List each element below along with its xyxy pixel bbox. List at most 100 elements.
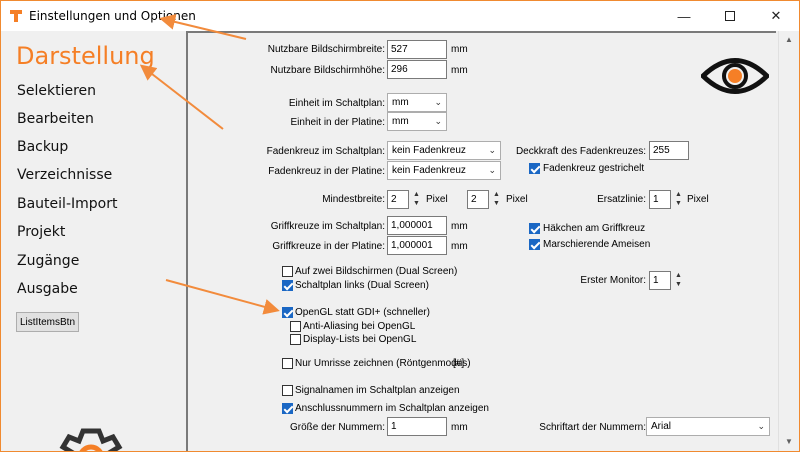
grip-board-input[interactable]: 1,000001 [387,236,447,255]
window-title: Einstellungen und Optionen [29,9,196,23]
signal-names-checkbox[interactable] [282,385,293,396]
grip-schematic-label: Griffkreuze im Schaltplan: [270,221,385,232]
minimize-button[interactable]: — [661,1,707,31]
crosshair-board-label: Fadenkreuz in der Platine: [268,166,385,177]
second-width-spinner[interactable]: ▲▼ [493,191,500,207]
number-font-label: Schriftart der Nummern: [539,422,646,433]
sidebar-item-zugaenge[interactable]: Zugänge [17,253,80,269]
sidebar-item-selektieren[interactable]: Selektieren [17,83,97,99]
sidebar-heading[interactable]: Darstellung [16,42,155,70]
sidebar-item-ausgabe[interactable]: Ausgabe [17,281,78,297]
display-lists-checkbox[interactable] [290,334,301,345]
min-width-spinner[interactable]: ▲▼ [413,191,420,207]
min-width-unit: Pixel [426,194,448,205]
crosshair-dashed-label: Fadenkreuz gestrichelt [543,163,645,174]
grip-schematic-input[interactable]: 1,000001 [387,216,447,235]
dual-screen-label: Auf zwei Bildschirmen (Dual Screen) [295,266,458,277]
sidebar: Darstellung Selektieren Bearbeiten Backu… [1,31,186,451]
number-font-value: Arial [651,421,672,432]
display-lists-label: Display-Lists bei OpenGL [303,334,417,345]
unit-board-value: mm [392,116,409,127]
outline-hotkey: [#] [453,358,465,369]
chevron-down-icon: ⌄ [434,97,442,107]
screen-height-unit: mm [451,65,468,76]
marching-ants-label: Marschierende Ameisen [543,239,651,250]
chevron-down-icon: ⌄ [488,145,496,155]
chevron-down-icon: ⌄ [488,165,496,175]
pin-numbers-checkbox[interactable] [282,403,293,414]
unit-schematic-value: mm [392,97,409,108]
substitute-line-unit: Pixel [687,194,709,205]
screen-width-input[interactable]: 527 [387,40,447,59]
crosshair-board-value: kein Fadenkreuz [392,165,466,176]
min-width-label: Mindestbreite: [322,194,385,205]
first-monitor-label: Erster Monitor: [580,275,646,286]
grip-board-unit: mm [451,241,468,252]
antialiasing-checkbox[interactable] [290,321,301,332]
opengl-label: OpenGL statt GDI+ (schneller) [295,307,430,318]
eye-icon [699,53,771,99]
gear-icon [59,428,123,451]
close-icon: ✕ [770,8,782,23]
grip-tick-checkbox[interactable] [529,223,540,234]
scroll-down-icon[interactable]: ▼ [785,437,793,446]
substitute-line-label: Ersatzlinie: [597,194,646,205]
number-size-unit: mm [451,422,468,433]
pin-numbers-label: Anschlussnummern im Schaltplan anzeigen [295,403,489,414]
screen-width-label: Nutzbare Bildschirmbreite: [267,44,385,55]
unit-board-label: Einheit in der Platine: [290,117,385,128]
crosshair-schematic-label: Fadenkreuz im Schaltplan: [266,146,385,157]
antialiasing-label: Anti-Aliasing bei OpenGL [303,321,416,332]
crosshair-board-select[interactable]: kein Fadenkreuz ⌄ [387,161,501,180]
opengl-checkbox[interactable] [282,307,293,318]
min-width-input[interactable]: 2 [387,190,409,209]
signal-names-label: Signalnamen im Schaltplan anzeigen [295,385,460,396]
second-width-unit: Pixel [506,194,528,205]
schematic-left-checkbox[interactable] [282,280,293,291]
grip-schematic-unit: mm [451,221,468,232]
unit-board-select[interactable]: mm ⌄ [387,112,447,131]
dual-screen-checkbox[interactable] [282,266,293,277]
maximize-icon [725,11,735,21]
chevron-down-icon: ⌄ [434,116,442,126]
title-bar: Einstellungen und Optionen — ✕ [1,1,799,31]
sidebar-item-projekt[interactable]: Projekt [17,224,66,240]
outline-only-checkbox[interactable] [282,358,293,369]
grip-tick-label: Häkchen am Griffkreuz [543,223,646,234]
substitute-line-input[interactable]: 1 [649,190,671,209]
list-items-button[interactable]: ListItemsBtn [16,312,79,332]
sidebar-item-verzeichnisse[interactable]: Verzeichnisse [17,167,113,183]
first-monitor-spinner[interactable]: ▲▼ [675,272,682,288]
settings-panel [186,31,776,451]
maximize-button[interactable] [707,1,753,31]
crosshair-opacity-input[interactable]: 255 [649,141,689,160]
outline-only-label: Nur Umrisse zeichnen (Röntgenmodus) [295,358,471,369]
screen-height-input[interactable]: 296 [387,60,447,79]
number-font-select[interactable]: Arial ⌄ [646,417,770,436]
schematic-left-label: Schaltplan links (Dual Screen) [295,280,429,291]
first-monitor-input[interactable]: 1 [649,271,671,290]
grip-board-label: Griffkreuze in der Platine: [272,241,385,252]
second-width-input[interactable]: 2 [467,190,489,209]
minimize-icon: — [677,8,691,24]
sidebar-item-backup[interactable]: Backup [17,139,69,155]
marching-ants-checkbox[interactable] [529,239,540,250]
number-size-label: Größe der Nummern: [289,422,385,433]
chevron-down-icon: ⌄ [757,421,765,431]
crosshair-opacity-label: Deckkraft des Fadenkreuzes: [515,146,646,157]
crosshair-schematic-select[interactable]: kein Fadenkreuz ⌄ [387,141,501,160]
crosshair-dashed-checkbox[interactable] [529,163,540,174]
number-size-input[interactable]: 1 [387,417,447,436]
scroll-up-icon[interactable]: ▲ [785,35,793,44]
sidebar-item-bearbeiten[interactable]: Bearbeiten [17,111,94,127]
crosshair-schematic-value: kein Fadenkreuz [392,145,466,156]
substitute-line-spinner[interactable]: ▲▼ [675,191,682,207]
close-button[interactable]: ✕ [753,1,799,31]
screen-height-label: Nutzbare Bildschirmhöhe: [270,65,386,76]
unit-schematic-select[interactable]: mm ⌄ [387,93,447,112]
screen-width-unit: mm [451,44,468,55]
sidebar-item-bauteil-import[interactable]: Bauteil-Import [17,196,118,212]
vertical-scrollbar[interactable]: ▲ ▼ [778,31,799,451]
unit-schematic-label: Einheit im Schaltplan: [288,98,385,109]
